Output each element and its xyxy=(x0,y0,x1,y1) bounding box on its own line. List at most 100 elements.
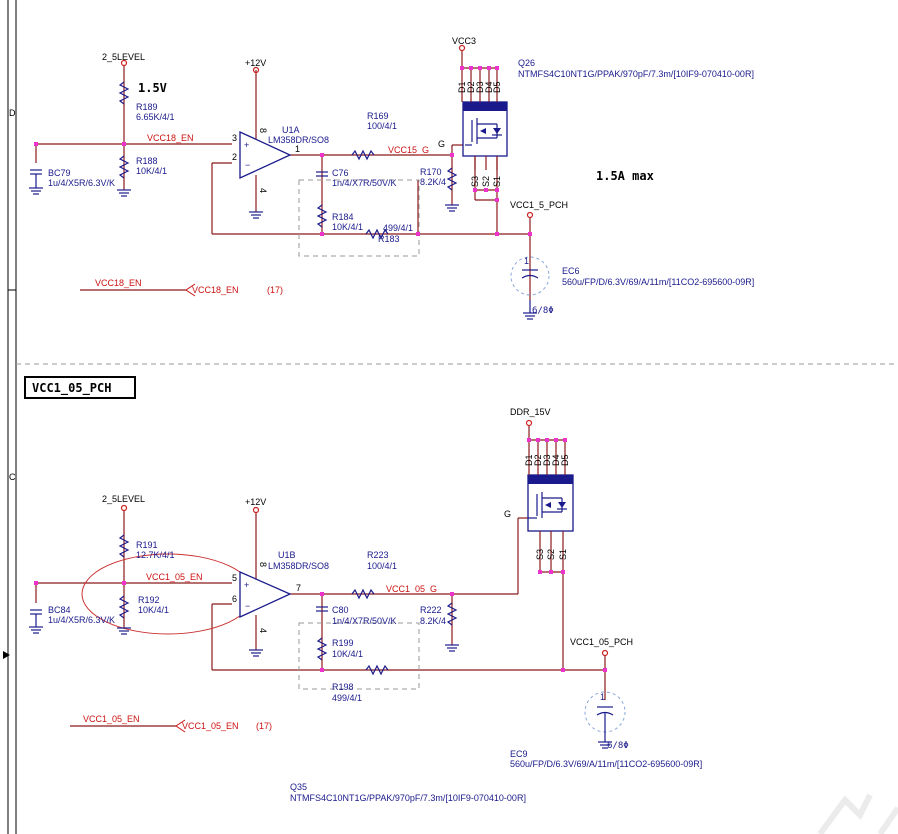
resistor-r222-icon xyxy=(446,602,458,626)
out-net-label-bottom: VCC1_05_PCH xyxy=(570,637,633,647)
q35-source-pins xyxy=(539,531,564,572)
r183-ref: R183 xyxy=(378,234,400,244)
junctions-bottom xyxy=(34,438,607,672)
ground-r192-icon xyxy=(117,627,131,635)
u1b-minus-sign: − xyxy=(245,601,250,611)
c76-value: 1n/4/X7R/50V/K xyxy=(332,178,397,188)
port-2-5level-bottom-icon xyxy=(120,504,128,512)
u1a-pin-minus: 2 xyxy=(232,152,237,162)
u1a-pin-vcc: 8 xyxy=(258,128,268,133)
voltage-note: 1.5V xyxy=(138,81,167,95)
opamp-u1b-icon xyxy=(239,571,292,619)
q35-pin-d4: D4 xyxy=(551,454,561,466)
resistor-r189-icon xyxy=(118,81,130,105)
feedback-network-outline xyxy=(298,179,420,257)
q35-pin-s2: S2 xyxy=(546,549,556,560)
resistor-r198-icon xyxy=(365,664,389,676)
r191-ref: R191 xyxy=(136,540,158,550)
q26-pin-d5: D5 xyxy=(492,81,502,93)
q26-pin-d3: D3 xyxy=(475,81,485,93)
port-12v-icon xyxy=(252,66,260,74)
u1b-pin-minus: 6 xyxy=(232,594,237,604)
rail-in-label-bottom: 2_5LEVEL xyxy=(102,494,145,504)
q26-part: NTMFS4C10NT1G/PPAK/970pF/7.3m/[10IF9-070… xyxy=(518,69,754,79)
r189-value: 6.65K/4/1 xyxy=(136,112,175,122)
c80-value: 1n/4/X7R/50V/K xyxy=(332,616,397,626)
q35-pin-d1: D1 xyxy=(524,454,534,466)
bc84-value: 1u/4/X5R/6.3V/K xyxy=(48,615,115,625)
q35-pin-s1: S1 xyxy=(558,549,568,560)
q26-pin-d1: D1 xyxy=(457,81,467,93)
r170-value: 8.2K/4 xyxy=(420,177,446,187)
q26-pin-g: G xyxy=(438,139,445,149)
regulator-vcc1-05-pch: VCC1_05_PCH 2_5LEVEL +12V xyxy=(24,376,702,803)
ec6-package: 6/8Φ xyxy=(532,306,554,316)
r169-value: 100/4/1 xyxy=(367,121,397,131)
capacitor-ec9-icon xyxy=(584,691,626,749)
q26-source-pins xyxy=(474,156,498,170)
sheet-border: D C xyxy=(3,0,898,834)
c76-ref: C76 xyxy=(332,168,349,178)
q26-pin-s1: S1 xyxy=(492,176,502,187)
r223-value: 100/4/1 xyxy=(367,561,397,571)
mosfet-q35-icon xyxy=(527,474,574,532)
capacitor-ec6-icon xyxy=(510,256,550,320)
watermark-icon xyxy=(817,793,898,834)
wires-bottom xyxy=(35,425,606,700)
capacitor-bc84-icon xyxy=(29,609,43,634)
c80-ref: C80 xyxy=(332,605,349,615)
u1b-pin-vcc: 8 xyxy=(258,562,268,567)
port-12v-bottom-icon xyxy=(252,506,260,514)
ec6-pin: 1 xyxy=(524,256,529,266)
q35-part: NTMFS4C10NT1G/PPAK/970pF/7.3m/[10IF9-070… xyxy=(290,793,526,803)
r188-ref: R188 xyxy=(136,156,158,166)
u1a-minus-sign: − xyxy=(245,160,250,170)
u1b-plus-sign: + xyxy=(244,580,249,590)
q26-pin-s3: S3 xyxy=(470,176,480,187)
off-page-arrow-bottom-icon xyxy=(175,719,186,733)
port-2-5level-icon xyxy=(120,59,128,67)
off-left-label: VCC18_EN xyxy=(95,278,142,288)
u1b-pin-plus: 5 xyxy=(232,573,237,583)
q35-pin-s3: S3 xyxy=(535,549,545,560)
section-title-box xyxy=(24,376,136,399)
resistor-r169-icon xyxy=(351,149,375,161)
section-title: VCC1_05_PCH xyxy=(32,381,111,396)
off-left-label-bottom: VCC1_05_EN xyxy=(83,714,140,724)
ground-r222-icon xyxy=(445,644,459,652)
q35-ref: Q35 xyxy=(290,782,307,792)
q26-ref: Q26 xyxy=(518,58,535,68)
r199-value: 10K/4/1 xyxy=(332,649,363,659)
u1a-pin-gnd: 4 xyxy=(258,188,268,193)
r222-value: 8.2K/4 xyxy=(420,616,446,626)
u1a-ref: U1A xyxy=(282,125,300,135)
resistor-r191-icon xyxy=(118,534,130,558)
resistor-r199-icon xyxy=(316,637,328,661)
r192-value: 10K/4/1 xyxy=(138,605,169,615)
port-vcc1-05-pch-icon xyxy=(601,649,609,657)
capacitor-bc79-icon xyxy=(29,169,43,195)
q26-pin-d4: D4 xyxy=(484,81,494,93)
ground-u1a-icon xyxy=(249,211,263,219)
u1a-part: LM358DR/SO8 xyxy=(268,135,329,145)
off-page-ref: (17) xyxy=(267,285,283,295)
off-page-arrow-icon xyxy=(185,283,196,297)
r189-ref: R189 xyxy=(136,102,158,112)
u1b-pin-gnd: 4 xyxy=(258,628,268,633)
r169-ref: R169 xyxy=(367,111,389,121)
q35-pin-d2: D2 xyxy=(533,454,543,466)
resistor-r170-icon xyxy=(446,167,458,191)
q35-pin-d3: D3 xyxy=(542,454,552,466)
q26-pin-s2: S2 xyxy=(481,176,491,187)
u1b-part: LM358DR/SO8 xyxy=(268,561,329,571)
u1a-pin-plus: 3 xyxy=(232,133,237,143)
port-ddr-15v-icon xyxy=(525,419,533,427)
en-net-label: VCC18_EN xyxy=(147,133,194,143)
resistor-r184-icon xyxy=(316,204,328,228)
mosfet-q26-icon xyxy=(462,101,508,157)
u1b-pin-out: 7 xyxy=(296,583,301,593)
ec9-value: 560u/FP/D/6.3V/69/A/11m/[11CO2-695600-09… xyxy=(510,759,702,769)
r198-value: 499/4/1 xyxy=(332,693,362,703)
